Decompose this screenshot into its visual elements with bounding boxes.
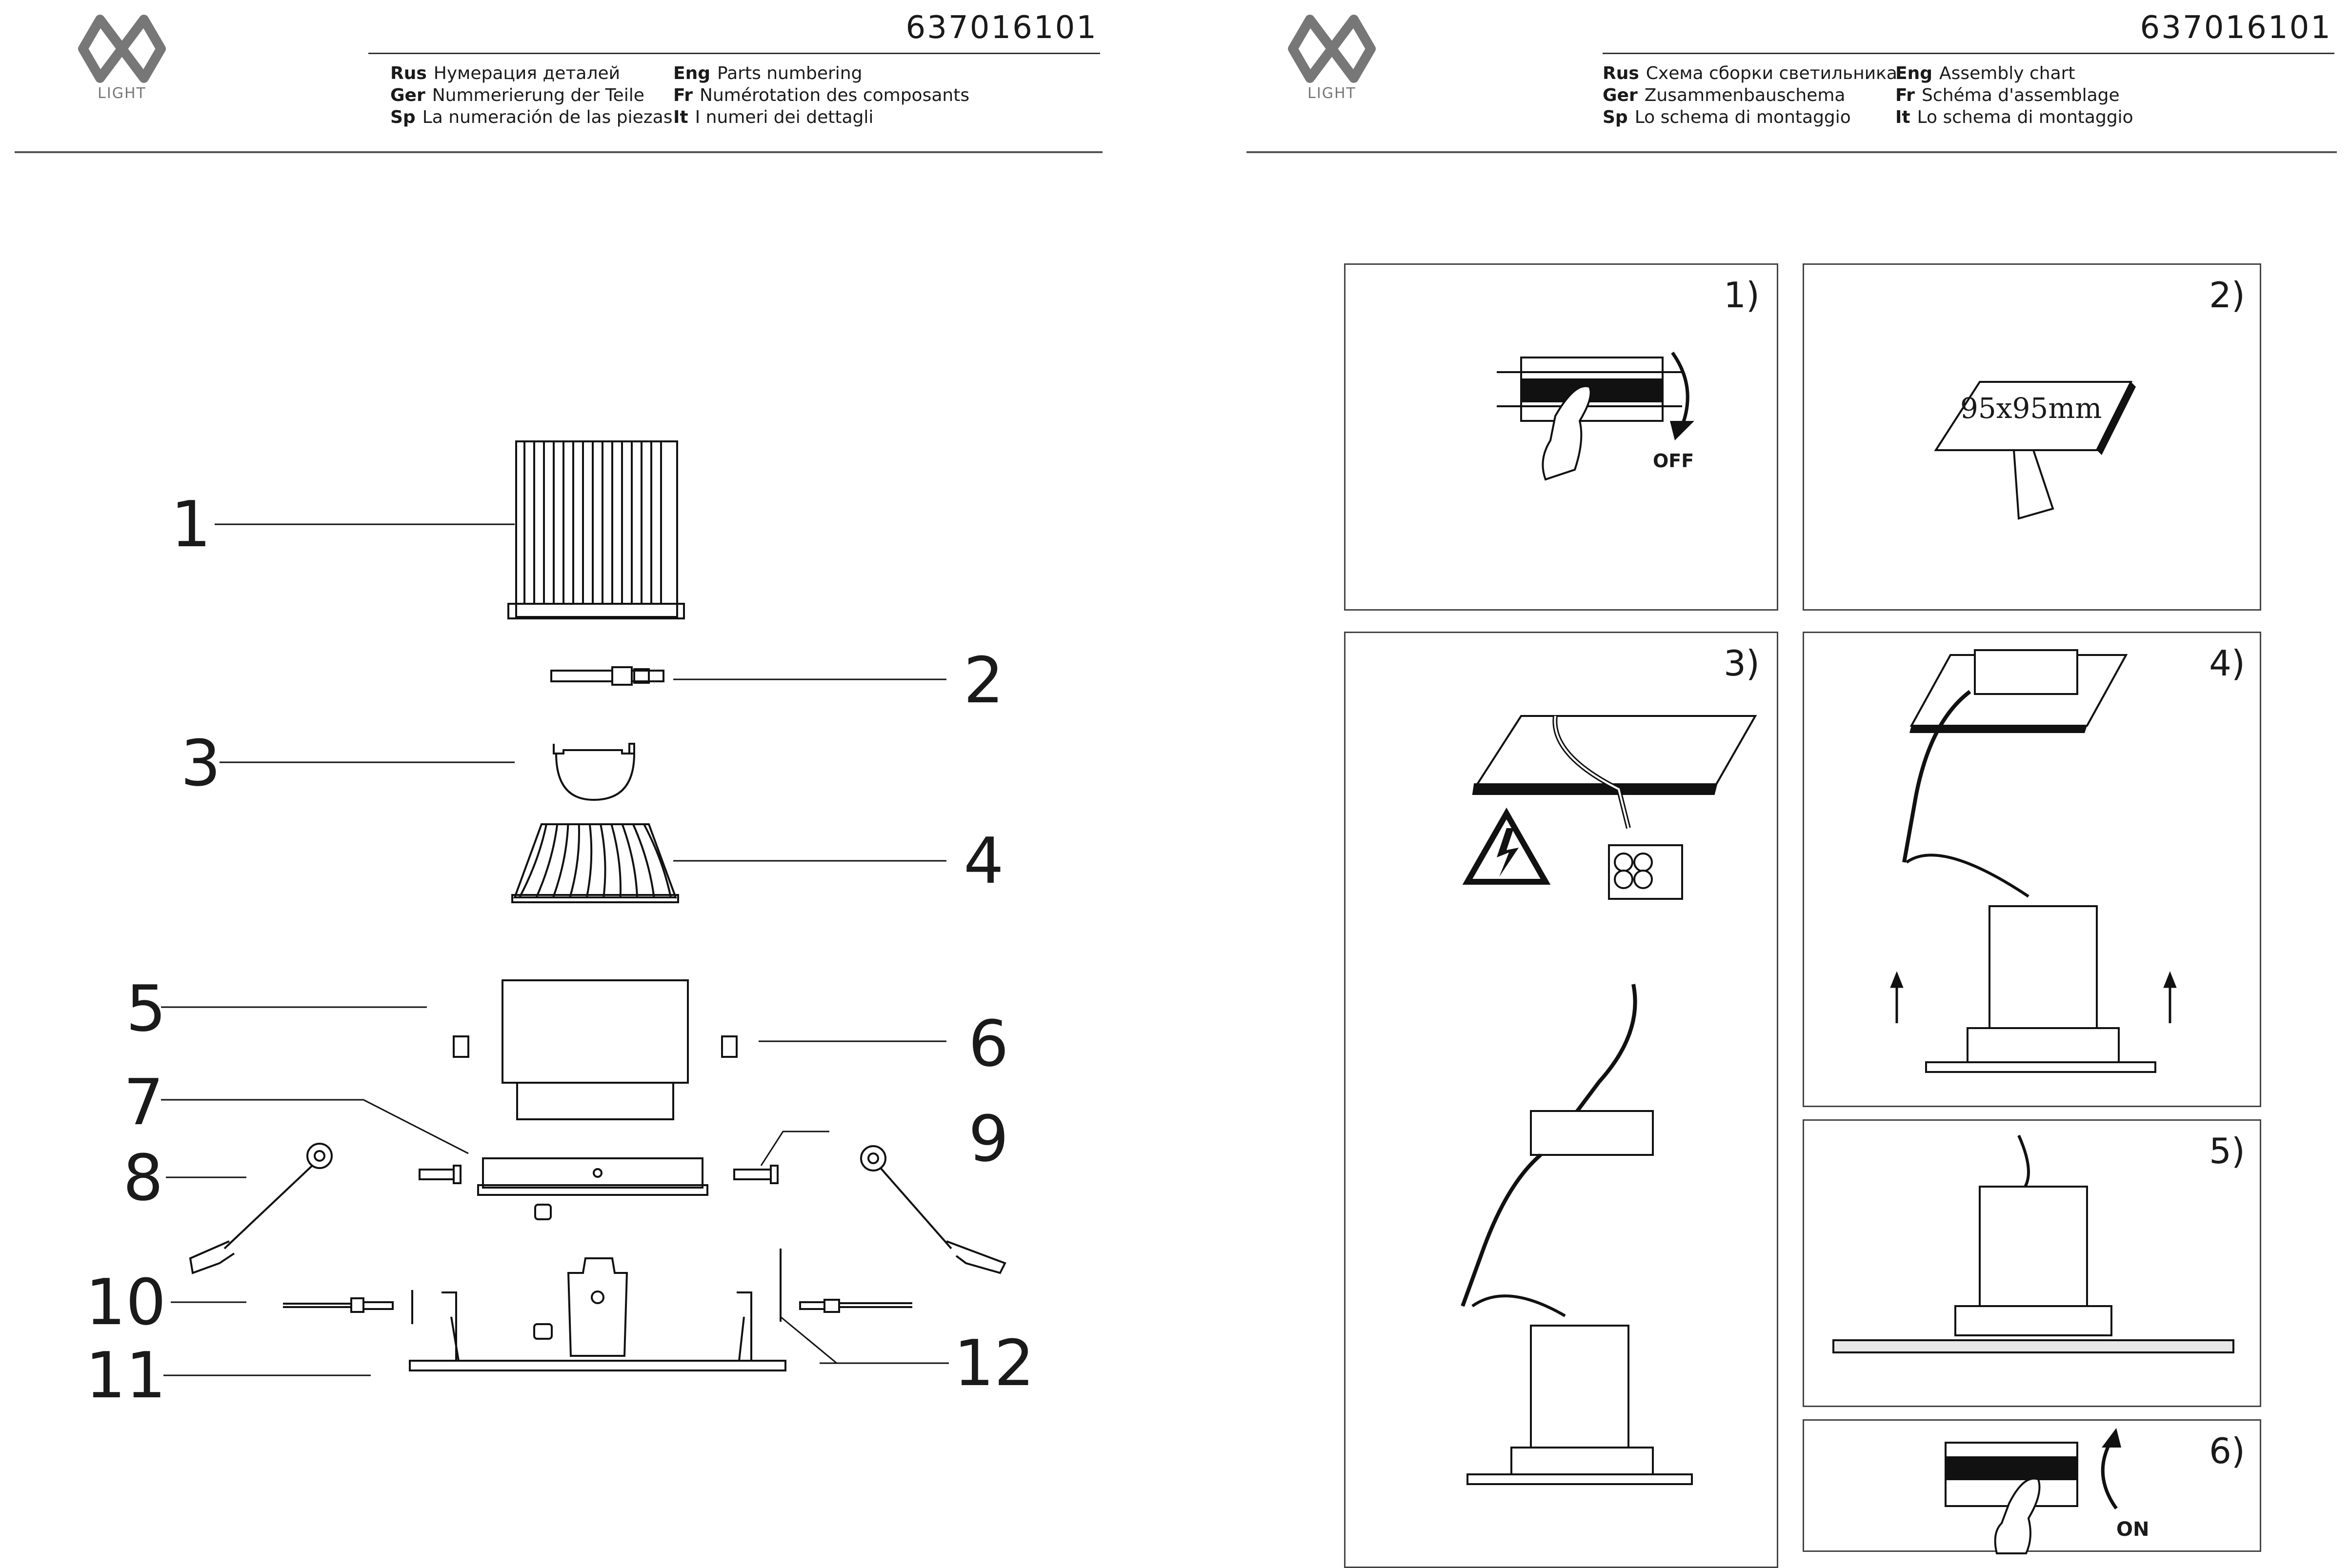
leader-lines: [161, 523, 949, 1376]
install-illustration: [1832, 1134, 2234, 1353]
part-4-reflector: [511, 823, 679, 903]
part-8-spring-clip: [189, 1143, 333, 1274]
exploded-parts-diagram: [161, 440, 1006, 1376]
arrow-down-icon: [1671, 351, 1689, 427]
terminal-block: [1608, 844, 1683, 900]
part-1-heatsink: [507, 440, 685, 619]
part-number-8: 8: [123, 1141, 163, 1215]
step-label: 2): [2209, 275, 2245, 316]
hand-icon: [1994, 1477, 2041, 1554]
cutout-illustration: [1934, 381, 2136, 520]
breaker-on-illustration: [1945, 1428, 2121, 1554]
breaker-off-illustration: [1497, 351, 1694, 481]
high-voltage-warning-icon: [1462, 807, 1551, 885]
off-label: OFF: [1653, 450, 1694, 472]
step-label: 5): [2209, 1131, 2245, 1171]
part-number-4: 4: [964, 824, 1004, 898]
step-panel-3: 3): [1344, 632, 1778, 1568]
right-header-bottom-rule: [1246, 151, 2337, 153]
arrow-up-curved-icon: [2101, 1439, 2118, 1510]
left-header-bottom-rule: [15, 151, 1103, 153]
step-panel-2: 2) 95x95mm: [1803, 263, 2261, 611]
part-number-12: 12: [954, 1326, 1035, 1400]
mw-light-logo-icon: [78, 15, 166, 83]
part-number-5: 5: [126, 972, 166, 1046]
right-logo: LIGHT: [1283, 15, 1381, 102]
part-10-rivets: [283, 1249, 912, 1324]
product-code-left: 637016101: [905, 10, 1098, 46]
part-number-1: 1: [171, 487, 211, 561]
saw-icon: [2012, 449, 2054, 520]
part-number-2: 2: [964, 643, 1004, 717]
logo-text: LIGHT: [1307, 85, 1356, 102]
step-panel-5: 5): [1803, 1119, 2261, 1407]
on-label: ON: [2116, 1518, 2149, 1541]
part-3-clip: [553, 743, 635, 801]
step-panel-4: 4): [1803, 632, 2261, 1107]
part-number-6: 6: [968, 1007, 1009, 1081]
mw-light-logo-icon: [1288, 15, 1376, 83]
part-5-housing: [502, 979, 689, 1120]
cutout-size-label: 95x95mm: [1960, 392, 2102, 425]
hand-icon: [1542, 385, 1592, 481]
arrow-up-icon: [1890, 971, 2177, 1023]
part-9-spring-clip: [860, 1145, 1006, 1274]
part-number-9: 9: [968, 1102, 1009, 1176]
step-label: 6): [2209, 1430, 2245, 1471]
part-11-trim-frame: [409, 1257, 786, 1371]
step-label: 3): [1724, 643, 1760, 684]
part-2-connector: [550, 666, 664, 686]
part-5-pad: [453, 1035, 469, 1058]
left-logo: LIGHT: [73, 15, 171, 102]
part-number-10: 10: [85, 1265, 166, 1339]
part-number-3: 3: [181, 726, 221, 800]
part-7-plate: [477, 1157, 708, 1220]
step-panel-6: 6) ON: [1803, 1419, 2261, 1554]
connect-driver-illustration: [1890, 649, 2177, 1073]
part-number-7: 7: [123, 1065, 164, 1139]
part-6-pad: [721, 1035, 738, 1058]
part-number-11: 11: [85, 1338, 166, 1412]
logo-text: LIGHT: [98, 85, 146, 102]
screw-right: [733, 1165, 779, 1184]
step-label: 4): [2209, 643, 2245, 684]
step-label: 1): [1724, 275, 1760, 316]
screw-left: [419, 1165, 462, 1184]
step-panel-1: 1) OFF: [1344, 263, 1778, 611]
product-code-right: 637016101: [2140, 10, 2332, 46]
left-header-top-rule: [368, 53, 1100, 54]
wiring-illustration: [1461, 715, 1757, 1485]
right-header-top-rule: [1603, 53, 2334, 54]
